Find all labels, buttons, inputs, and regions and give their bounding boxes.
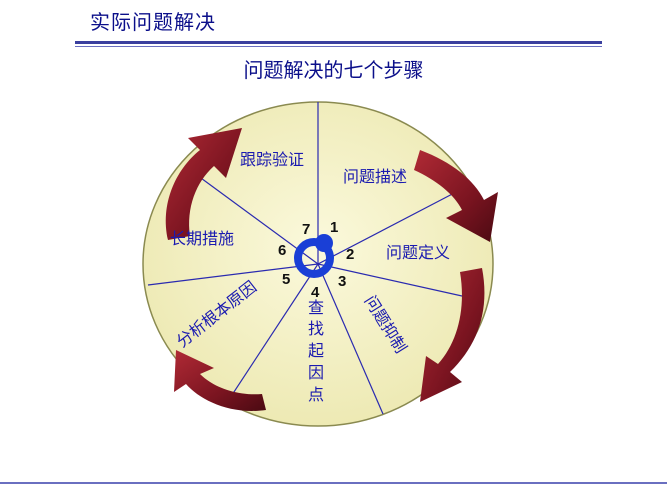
step-number: 5	[282, 271, 290, 288]
cycle-arrow-left-top	[165, 128, 242, 240]
step-label-4-char: 因	[308, 363, 324, 382]
slide-header-title: 实际问题解决	[90, 10, 216, 34]
step-label-6: 长期措施	[170, 229, 234, 248]
step-label-4-char: 找	[308, 319, 324, 338]
header-rule-thin	[75, 46, 602, 47]
spoke-line	[317, 263, 384, 415]
spoke-line	[229, 263, 319, 399]
hub-ring	[294, 238, 334, 278]
cycle-arrow-right-top	[414, 150, 498, 242]
step-label-1: 问题描述	[343, 167, 407, 186]
step-label-2: 问题定义	[386, 243, 450, 262]
spoke-line	[317, 189, 461, 265]
cycle-arrow-right-bottom	[420, 268, 485, 402]
spoke-line	[317, 263, 481, 301]
spoke-line	[147, 263, 319, 286]
header-rule	[75, 41, 602, 44]
step-number: 4	[311, 284, 320, 301]
diagram-title: 问题解决的七个步骤	[243, 58, 424, 82]
footer-rule	[0, 482, 667, 484]
step-label-4-char: 查	[308, 298, 324, 317]
step-label-4-char: 点	[308, 385, 324, 404]
step-label-7: 跟踪验证	[240, 150, 304, 169]
step-number: 7	[302, 221, 310, 238]
step-number: 3	[338, 273, 346, 290]
cycle-arrow-left-bottom	[174, 350, 266, 411]
step-number: 1	[330, 219, 338, 236]
step-label-4-char: 起	[308, 341, 324, 360]
step-number: 6	[278, 242, 286, 259]
hub-dot	[315, 234, 333, 252]
step-label-4: 查 找 起 因 点	[308, 298, 324, 404]
step-number: 2	[346, 246, 354, 263]
